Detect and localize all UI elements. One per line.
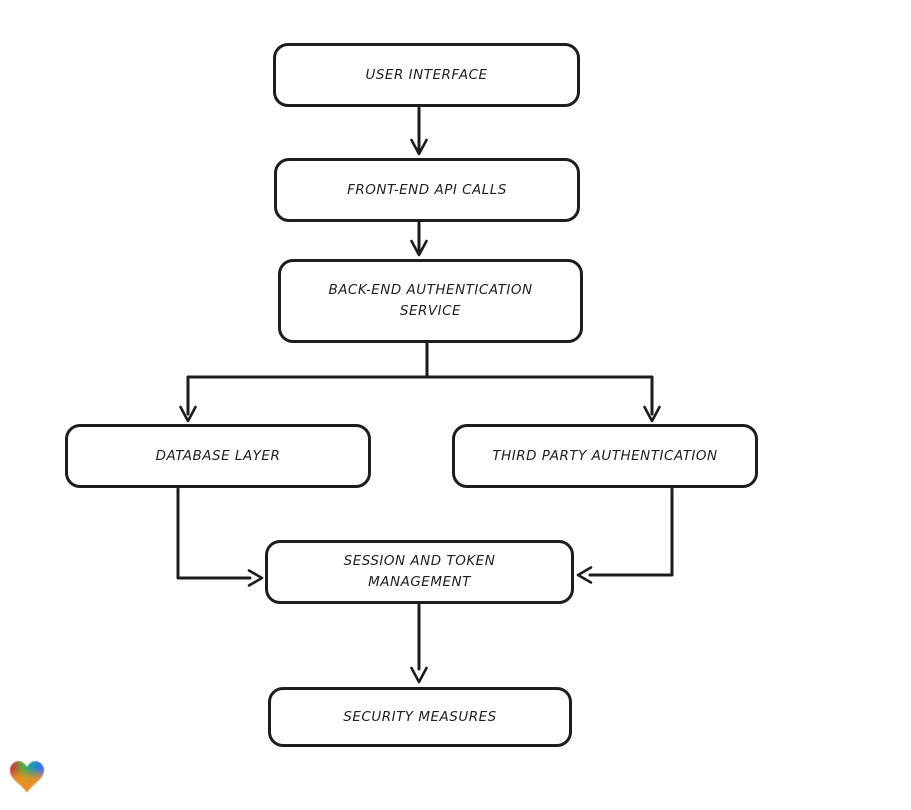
node-label: SERVICE (399, 303, 462, 319)
node-label: MANAGEMENT (368, 574, 471, 590)
node-label: THIRD PARTY AUTHENTICATION (492, 447, 718, 464)
node-label: USER INTERFACE (365, 66, 488, 83)
edge-database-to-session (176, 487, 264, 587)
node-session-and-token-management: SESSION AND TOKEN MANAGEMENT (265, 540, 574, 604)
heart-gradient-logo-icon (10, 761, 44, 793)
node-label: FRONT-END API CALLS (347, 181, 507, 198)
edge-session-to-security (410, 603, 428, 684)
node-label: BACK-END AUTHENTICATION (328, 282, 533, 299)
node-label: SECURITY MEASURES (343, 708, 497, 725)
edge-user-interface-to-front-end (410, 106, 428, 156)
node-label: DATABASE LAYER (155, 447, 281, 464)
edge-third-party-to-session (576, 487, 674, 584)
edge-front-end-to-back-end (410, 221, 428, 257)
node-user-interface: USER INTERFACE (273, 43, 580, 107)
node-label: SESSION AND TOKEN (343, 553, 496, 570)
node-front-end-api-calls: FRONT-END API CALLS (274, 158, 580, 222)
edge-back-end-branch (186, 342, 654, 379)
edge-back-end-to-database (179, 375, 197, 423)
node-third-party-authentication: THIRD PARTY AUTHENTICATION (452, 424, 758, 488)
node-back-end-authentication-service: BACK-END AUTHENTICATION SERVICE (278, 259, 583, 343)
node-database-layer: DATABASE LAYER (65, 424, 371, 488)
edge-back-end-to-third-party (643, 375, 661, 423)
node-security-measures: SECURITY MEASURES (268, 687, 572, 747)
